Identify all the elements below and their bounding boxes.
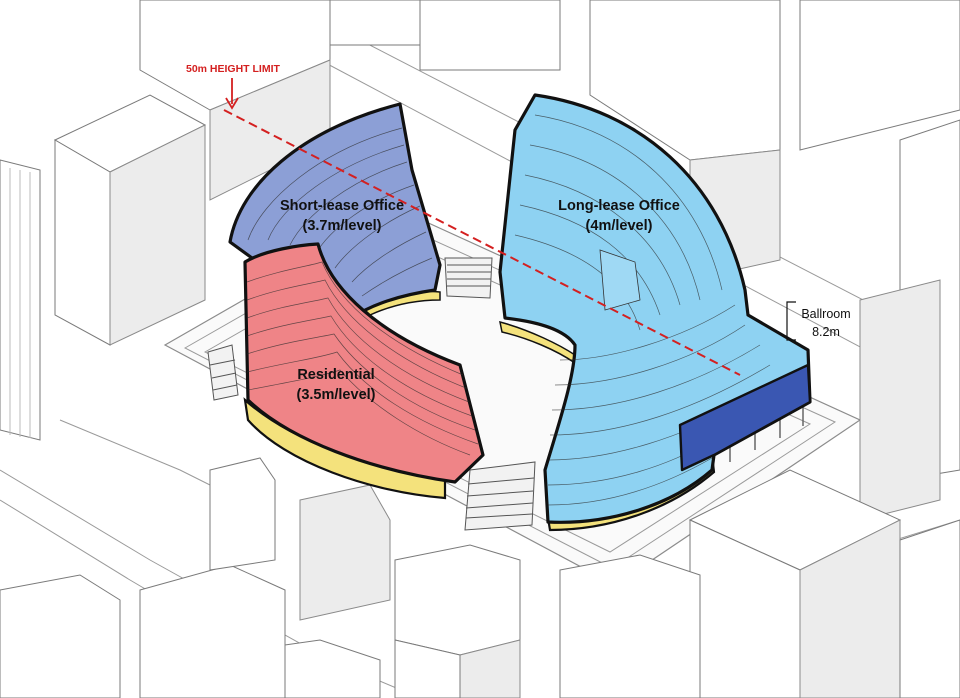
residential-block (243, 242, 485, 484)
stair-west (207, 344, 239, 401)
long-lease-title: Long-lease Office (558, 198, 680, 214)
short-lease-title: Short-lease Office (280, 198, 404, 214)
ballroom-title: Ballroom (801, 307, 850, 321)
ballroom-dimension (786, 301, 796, 341)
height-limit-label: 50m HEIGHT LIMIT (186, 63, 281, 75)
short-lease-office-block (228, 102, 442, 320)
long-lease-subtitle: (4m/level) (586, 218, 653, 234)
ballroom-block (678, 350, 812, 472)
stair-south (464, 461, 536, 531)
height-limit-line: 50m HEIGHT LIMIT (186, 63, 741, 376)
zone-labels: Short-lease Office (3.7m/level) Long-lea… (280, 198, 851, 403)
residential-subtitle: (3.5m/level) (297, 387, 376, 403)
ballroom-height: 8.2m (812, 325, 840, 339)
short-lease-subtitle: (3.7m/level) (303, 218, 382, 234)
stair-north (444, 257, 493, 299)
residential-title: Residential (297, 367, 374, 383)
